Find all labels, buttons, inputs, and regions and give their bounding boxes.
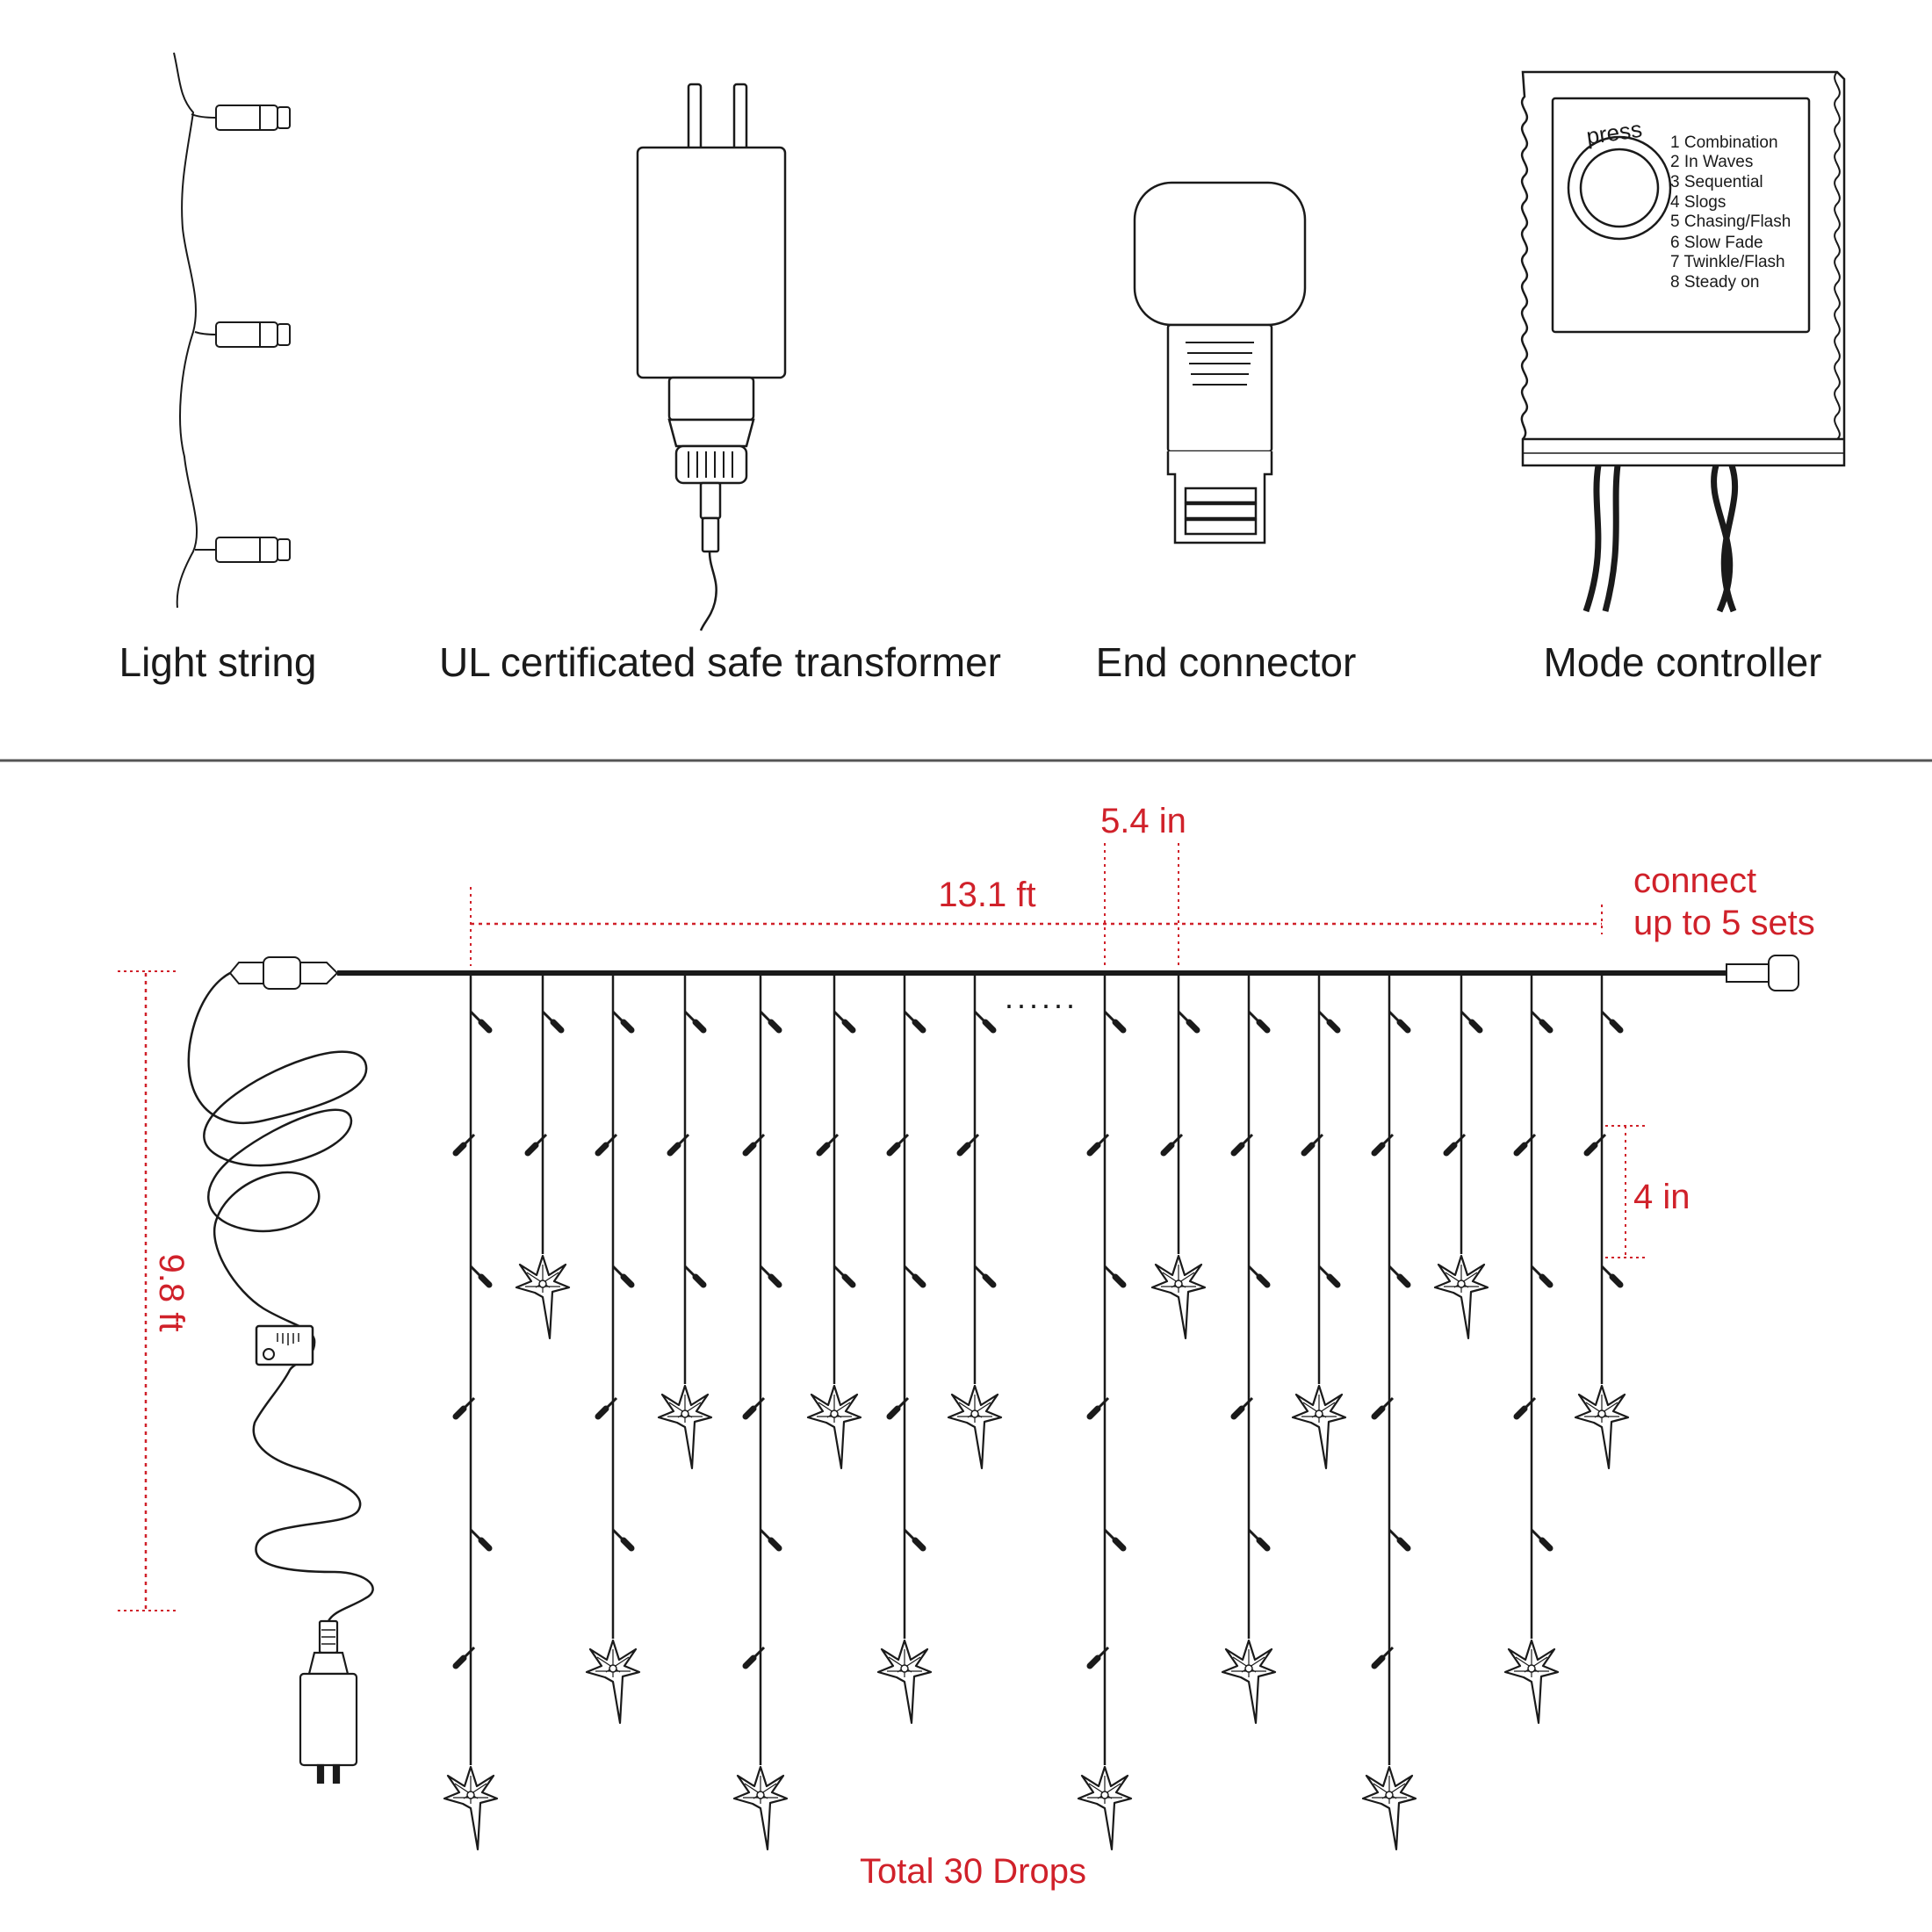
bulb-icon (834, 1266, 853, 1285)
bulb-icon (1602, 1012, 1620, 1030)
bulb-icon (613, 1012, 631, 1030)
light-string-label: Light string (119, 639, 316, 685)
star-icon (732, 1765, 789, 1851)
mode-item: 7 Twinkle/Flash (1670, 253, 1785, 271)
bulb-icon (685, 1266, 703, 1285)
star-icon (657, 1384, 713, 1470)
star-icon (1503, 1639, 1560, 1725)
bulb-icon (471, 1530, 489, 1548)
connect-label: connect (1633, 861, 1756, 900)
star-icon (1361, 1765, 1417, 1851)
bulb-icon (471, 1012, 489, 1030)
drop-spacing-label: 5.4 in (1100, 802, 1186, 840)
drops (443, 973, 1630, 1851)
bulb-icon (685, 1012, 703, 1030)
star-icon (1221, 1639, 1277, 1725)
star-icon (585, 1639, 641, 1725)
star-icon (947, 1384, 1003, 1470)
bulb-icon (1105, 1012, 1123, 1030)
transformer-icon (636, 83, 787, 631)
ellipsis: ...... (1005, 979, 1078, 1015)
input-connector (228, 956, 339, 990)
bulb-icon (1105, 1266, 1123, 1285)
bulb-icon (1389, 1266, 1408, 1285)
star-icon (806, 1384, 862, 1470)
bulb-icon (1532, 1266, 1550, 1285)
bulb-icon (1249, 1266, 1267, 1285)
bulb-icon (1602, 1266, 1620, 1285)
bulb-icon (1179, 1012, 1197, 1030)
connect-sets-label: up to 5 sets (1633, 904, 1815, 942)
width-label: 13.1 ft (938, 876, 1035, 914)
total-drops-label: Total 30 Drops (860, 1852, 1086, 1891)
bulb-icon (613, 1266, 631, 1285)
mode-controller-icon (1520, 70, 1846, 613)
end-connector-icon (1133, 181, 1307, 544)
bulb-icon (1532, 1012, 1550, 1030)
bulb-icon (834, 1012, 853, 1030)
bulb-icon (1319, 1266, 1337, 1285)
bulb-icon (761, 1266, 779, 1285)
bulb-icon (1389, 1530, 1408, 1548)
star-icon (1574, 1384, 1630, 1470)
mode-controller-label: Mode controller (1543, 639, 1821, 685)
star-icon (1077, 1765, 1133, 1851)
mode-item: 5 Chasing/Flash (1670, 213, 1791, 231)
bulb-icon (761, 1012, 779, 1030)
bulb-icon (1461, 1012, 1480, 1030)
lead-wire (187, 971, 374, 1622)
bulb-icon (905, 1530, 923, 1548)
star-icon (515, 1254, 571, 1340)
bulb-icon (1389, 1012, 1408, 1030)
transformer-label: UL certificated safe transformer (439, 639, 1001, 685)
bulb-icon (1319, 1012, 1337, 1030)
star-icon (876, 1639, 933, 1725)
light-string-icon (173, 52, 291, 609)
bulb-icon (1249, 1012, 1267, 1030)
bulb-icon (1532, 1530, 1550, 1548)
bulb-icon (1105, 1530, 1123, 1548)
bulb-icon (975, 1012, 993, 1030)
mode-item: 4 Slogs (1670, 193, 1726, 212)
bulb-icon (905, 1266, 923, 1285)
mode-list: 1 Combination 2 In Waves 3 Sequential 4 … (1670, 133, 1791, 292)
controller-box-small (255, 1324, 314, 1366)
star-icon (1433, 1254, 1489, 1340)
star-icon (1291, 1384, 1347, 1470)
bulb-spacing-label: 4 in (1633, 1178, 1690, 1216)
star-icon (443, 1765, 499, 1851)
bulb-icon (761, 1530, 779, 1548)
mode-item: 3 Sequential (1670, 173, 1763, 191)
end-connector-small (1726, 955, 1799, 991)
mode-item: 2 In Waves (1670, 153, 1753, 171)
mode-item: 6 Slow Fade (1670, 234, 1763, 252)
bulb-icon (905, 1012, 923, 1030)
star-icon (1150, 1254, 1207, 1340)
mode-item: 8 Steady on (1670, 273, 1759, 292)
end-connector-label: End connector (1096, 639, 1357, 685)
bulb-icon (613, 1530, 631, 1548)
bulb-icon (975, 1266, 993, 1285)
plug-icon (299, 1619, 358, 1784)
bulb-icon (543, 1012, 561, 1030)
mode-item: 1 Combination (1670, 133, 1778, 152)
bulb-icon (1249, 1530, 1267, 1548)
lead-length-label: 9.8 ft (152, 1254, 191, 1332)
bulb-icon (471, 1266, 489, 1285)
